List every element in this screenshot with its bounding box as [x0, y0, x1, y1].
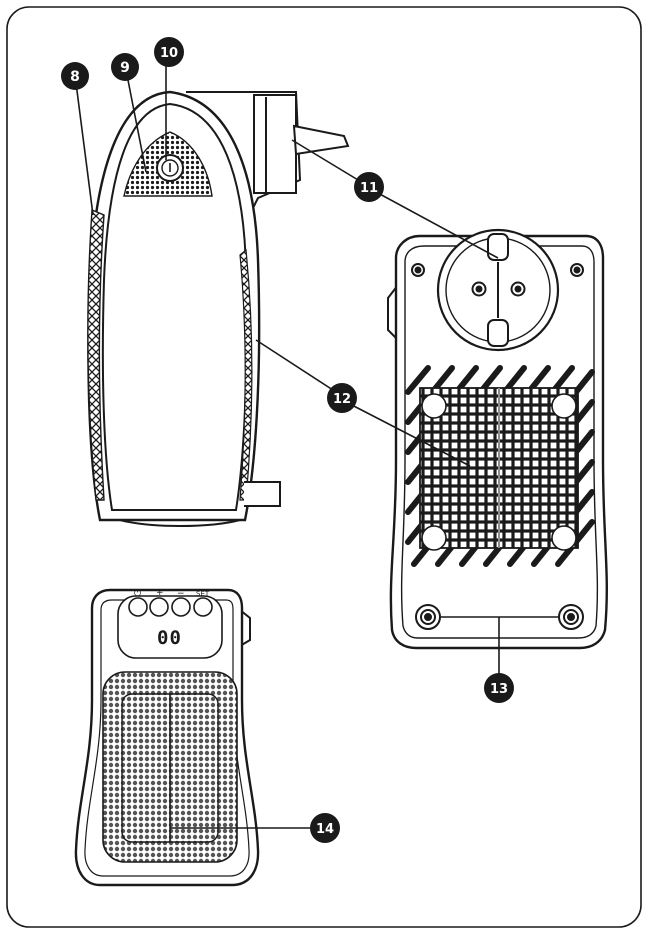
- power-button-label: ⏻: [134, 588, 141, 599]
- svg-text:9: 9: [120, 60, 130, 76]
- callout-14: 14: [310, 813, 340, 843]
- plus-button-label: +: [156, 588, 164, 598]
- temperature-display: 00: [157, 627, 182, 649]
- svg-text:13: 13: [490, 682, 508, 697]
- minus-button[interactable]: [171, 597, 191, 617]
- set-button-label: SET: [196, 590, 210, 598]
- front-grille: [102, 671, 238, 863]
- callout-11: 11: [354, 172, 384, 202]
- svg-text:11: 11: [360, 181, 378, 196]
- leader-lines: [75, 56, 500, 829]
- heater-side-view: [87, 90, 350, 527]
- callout-9: 9: [111, 53, 139, 81]
- callout-10: 10: [154, 37, 184, 67]
- heater-back-view: [387, 228, 608, 650]
- plus-button[interactable]: [149, 597, 169, 617]
- side-body-outline: [87, 90, 261, 522]
- svg-text:12: 12: [333, 392, 351, 407]
- svg-text:8: 8: [70, 69, 80, 85]
- front-buttons: ⏻ + − SET: [128, 588, 213, 617]
- set-button[interactable]: [193, 597, 213, 617]
- power-button[interactable]: [128, 597, 148, 617]
- minus-button-label: −: [177, 589, 185, 599]
- callout-13: 13: [484, 673, 514, 703]
- callout-8: 8: [61, 62, 89, 90]
- svg-text:14: 14: [316, 822, 334, 837]
- svg-text:10: 10: [160, 46, 178, 61]
- callout-12: 12: [327, 383, 357, 413]
- side-grille-strip: [87, 208, 105, 501]
